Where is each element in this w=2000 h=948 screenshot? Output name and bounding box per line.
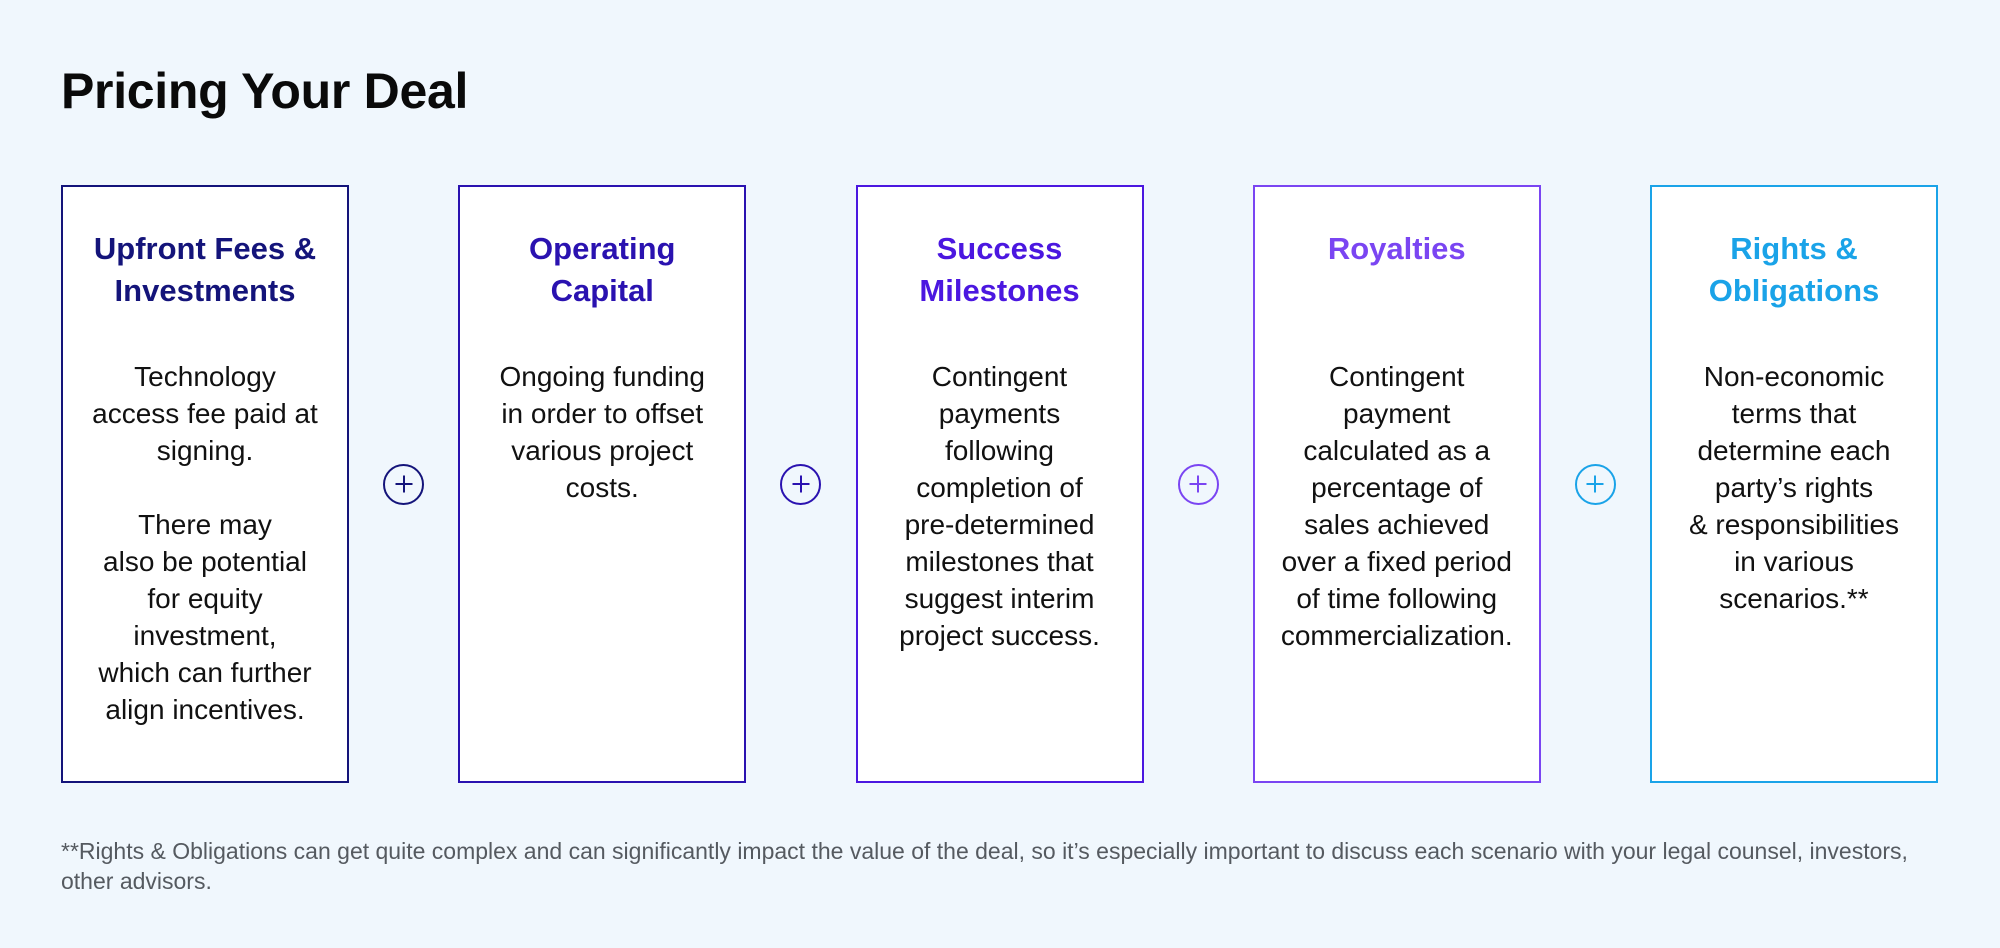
card-description: Non-economic terms that determine each p…	[1688, 361, 1900, 614]
card-title: Success Milestones	[919, 231, 1080, 308]
card-success-milestones: Success Milestones Contingent payments f…	[855, 185, 1144, 783]
card-royalties: Royalties Contingent payment calculated …	[1252, 185, 1541, 783]
card-title: Rights & Obligations	[1708, 231, 1880, 308]
card-description: Contingent payment calculated as a perce…	[1280, 361, 1513, 651]
card-title: Operating Capital	[529, 231, 676, 308]
card-upfront-fees: Upfront Fees & Investments Technology ac…	[61, 185, 349, 783]
card-title: Royalties	[1327, 231, 1466, 266]
plus-circle-icon	[780, 463, 822, 505]
card-description: Ongoing funding in order to offset vario…	[499, 361, 705, 503]
plus-circle-icon	[383, 463, 425, 505]
page-title: Pricing Your Deal	[61, 63, 469, 119]
plus-circle-icon	[1574, 463, 1616, 505]
plus-circle-icon	[1177, 463, 1219, 505]
card-title: Upfront Fees & Investments	[93, 231, 317, 308]
card-rights-obligations: Rights & Obligations Non-economic terms …	[1650, 185, 1938, 783]
card-description: Contingent payments following completion…	[899, 361, 1100, 651]
card-description: Technology access fee paid at signing. T…	[92, 361, 318, 725]
footnote: **Rights & Obligations can get quite com…	[61, 838, 1908, 894]
card-operating-capital: Operating Capital Ongoing funding in ord…	[458, 185, 747, 783]
pricing-components-row: Upfront Fees & Investments Technology ac…	[61, 185, 1938, 783]
